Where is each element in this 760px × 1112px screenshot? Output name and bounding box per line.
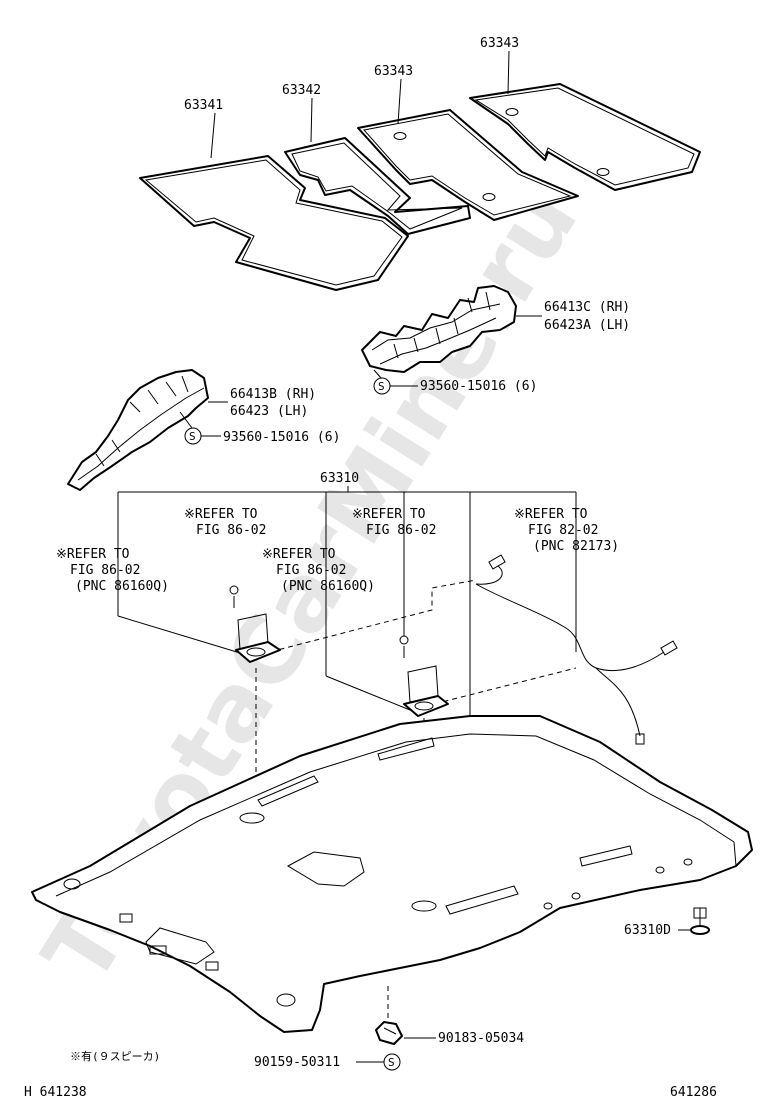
footnote: ※有(９スピーカ) <box>70 1049 160 1063</box>
bracket-rear-lh-label: 66423A (LH) <box>544 318 630 333</box>
screw-s-letter: S <box>388 1056 395 1069</box>
room-lamp-base-2 <box>399 635 449 717</box>
mat-63341-leader <box>210 112 216 159</box>
ref-a-line-1: ※REFER TO <box>184 507 258 522</box>
headliner-drop-2b <box>325 675 411 711</box>
bracket-front-rh-label: 66413B (RH) <box>230 387 316 402</box>
bracket-rear <box>361 285 517 373</box>
assembly-dash-lamp-2 <box>425 667 577 707</box>
side-clip-63310D <box>690 907 710 935</box>
clip-front-label: 93560-15016 (6) <box>223 430 340 445</box>
assembly-dash-lamp-1 <box>261 579 477 655</box>
clip-rear-label: 93560-15016 (6) <box>420 379 537 394</box>
clip-rear-s-letter: S <box>378 380 385 393</box>
mat-63343-leader-a <box>397 78 402 125</box>
ref-b-line-2: FIG 86-02 <box>366 523 436 538</box>
wire-harness <box>475 554 678 745</box>
ref-e-line-1: ※REFER TO <box>262 547 336 562</box>
ref-c-line-1: ※REFER TO <box>514 507 588 522</box>
ref-note-e: ※REFER TO FIG 86-02 (PNC 86160Q) <box>262 547 375 594</box>
ref-note-b: ※REFER TO FIG 86-02 <box>352 507 436 538</box>
bracket-rear-rh-label: 66413C (RH) <box>544 300 630 315</box>
headliner-label: 63310 <box>320 471 359 486</box>
bracket-front-lh-label: 66423 (LH) <box>230 404 308 419</box>
mat-63342-leader <box>310 97 313 143</box>
mat-63343-label-a: 63343 <box>374 64 413 79</box>
ref-note-a: ※REFER TO FIG 86-02 <box>184 507 266 538</box>
mat-63341 <box>139 155 409 291</box>
ref-e-line-2: FIG 86-02 <box>276 563 346 578</box>
screw-label: 90159-50311 <box>254 1055 340 1070</box>
screw-s-badge <box>383 1053 401 1071</box>
clip-front-s-letter: S <box>189 430 196 443</box>
nut-90183 <box>375 1021 403 1045</box>
headliner-panel <box>31 715 753 1033</box>
mat-63343-a <box>357 109 579 221</box>
footer-right-code: 641286 <box>670 1085 717 1100</box>
mat-63343-b <box>469 83 701 191</box>
ref-d-line-2: FIG 86-02 <box>70 563 140 578</box>
ref-b-line-1: ※REFER TO <box>352 507 426 522</box>
clip-front-leader-a <box>179 411 193 429</box>
ref-c-line-3: (PNC 82173) <box>533 539 619 554</box>
ref-note-c: ※REFER TO FIG 82-02 (PNC 82173) <box>514 507 619 554</box>
mat-63342-label: 63342 <box>282 83 321 98</box>
bracket-front <box>67 369 209 491</box>
ref-e-line-3: (PNC 86160Q) <box>281 579 375 594</box>
nut-label: 90183-05034 <box>438 1031 524 1046</box>
mat-63343-label-b: 63343 <box>480 36 519 51</box>
headliner-drop-1b <box>117 615 251 657</box>
ref-note-d: ※REFER TO FIG 86-02 (PNC 86160Q) <box>56 547 169 594</box>
clip-rear-leader-a <box>373 369 382 379</box>
ref-a-line-2: FIG 86-02 <box>196 523 266 538</box>
ref-d-line-3: (PNC 86160Q) <box>75 579 169 594</box>
ref-c-line-2: FIG 82-02 <box>528 523 598 538</box>
room-lamp-base-1 <box>229 585 281 663</box>
footer-left-code: H 641238 <box>24 1085 87 1100</box>
mat-63341-label: 63341 <box>184 98 223 113</box>
side-clip-label: 63310D <box>624 923 671 938</box>
mat-63343-leader-b <box>507 50 510 95</box>
ref-d-line-1: ※REFER TO <box>56 547 130 562</box>
mat-63342 <box>284 137 471 235</box>
